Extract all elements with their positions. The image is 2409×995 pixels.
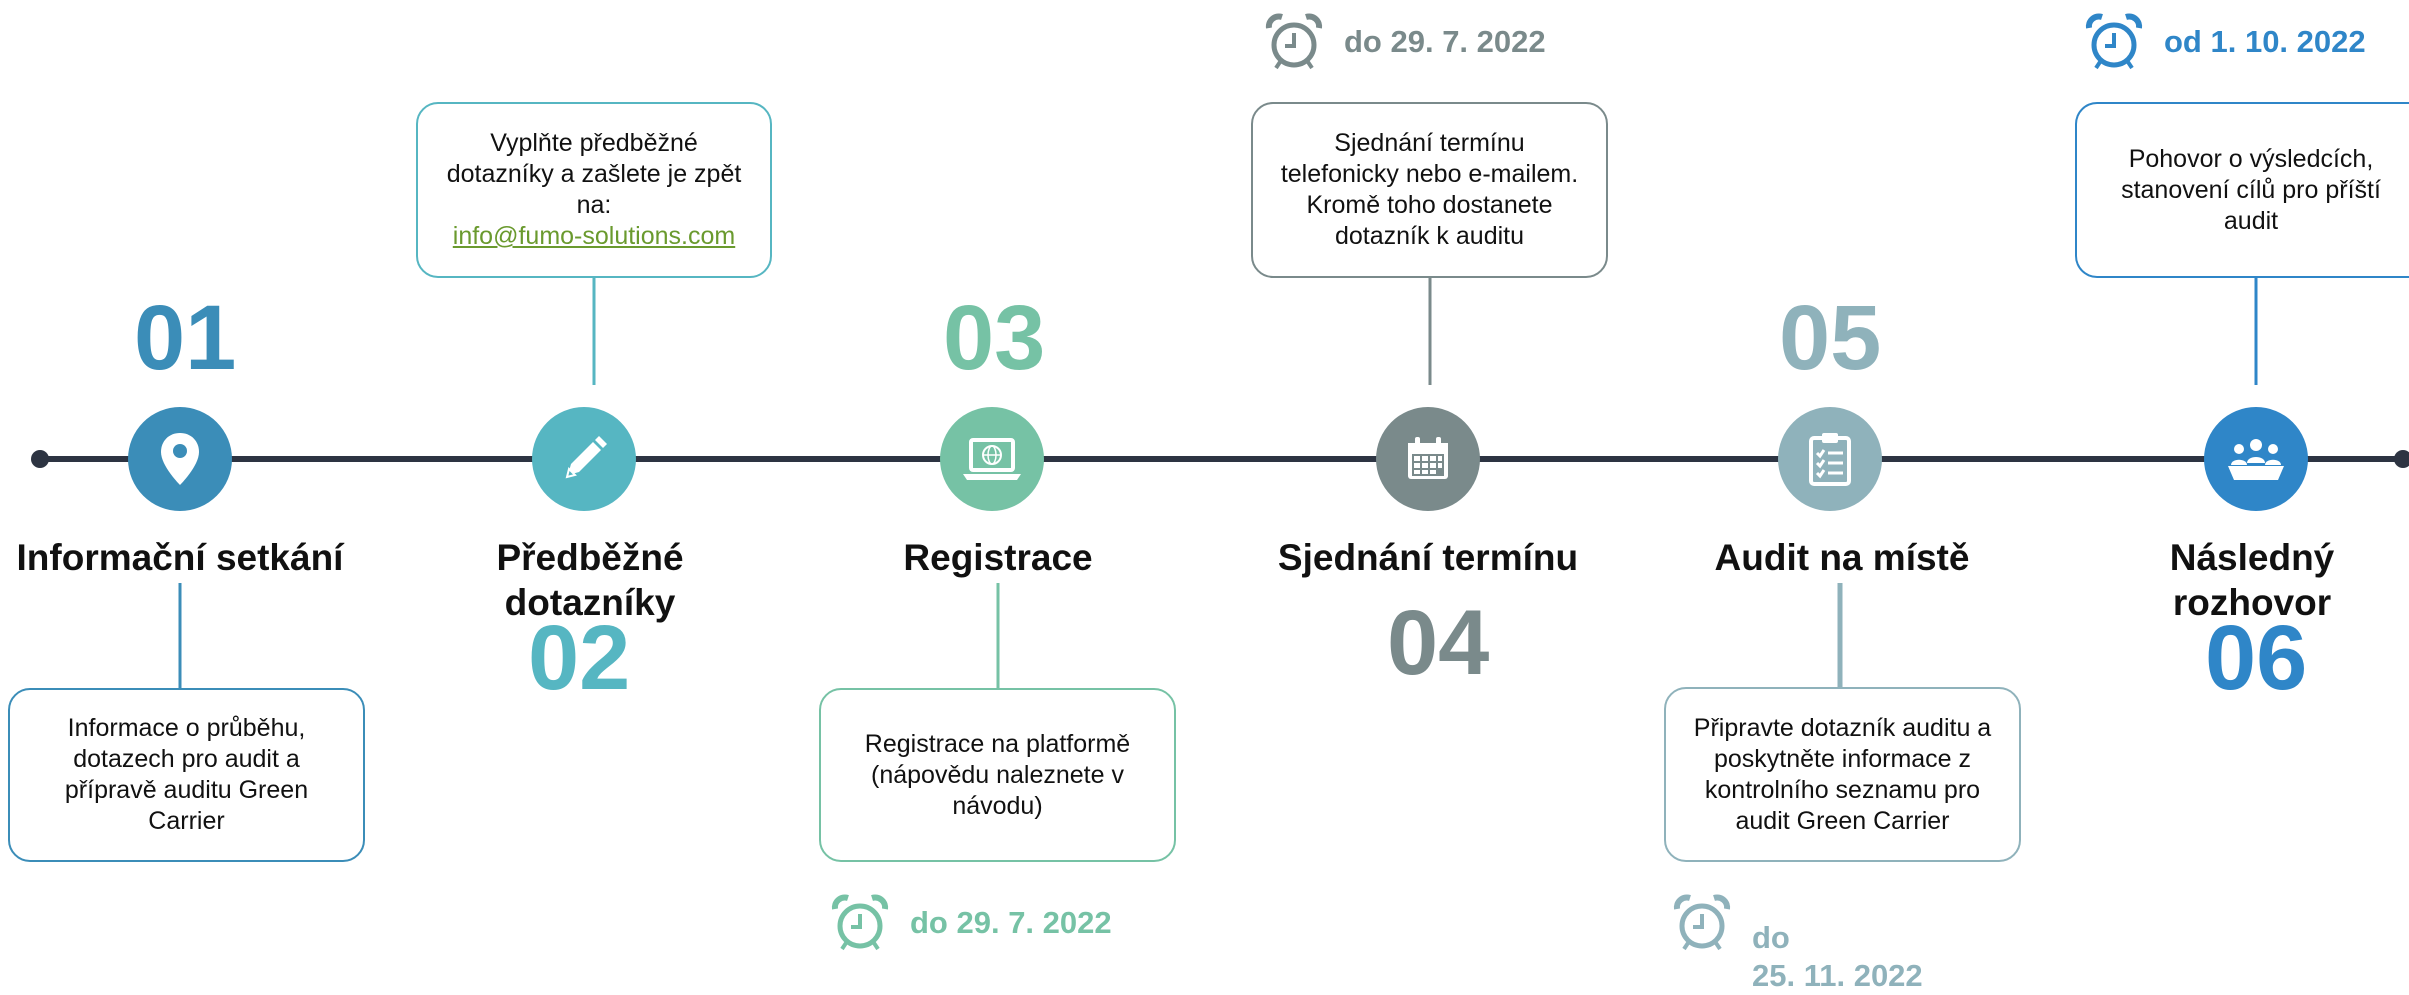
box-line: stanovení cílů pro příští xyxy=(2121,175,2381,204)
box-line: Vyplňte předběžné xyxy=(490,129,698,157)
alarm-clock-icon xyxy=(831,894,889,951)
alarm-clock-icon xyxy=(1265,13,1323,70)
step-3-description-box: Registrace na platformě (nápovědu nalezn… xyxy=(819,688,1176,862)
map-pin-icon xyxy=(161,433,199,485)
step-1-icon-circle xyxy=(128,407,232,511)
step-3-title-line: Registrace xyxy=(903,537,1093,578)
step-number-01: 01 xyxy=(134,287,237,389)
alarm-clock-icon xyxy=(2085,13,2143,70)
step-5-title: Audit na místě xyxy=(1672,535,2012,580)
timeline-end-dot xyxy=(2394,450,2409,468)
box-line: Informace o průběhu, xyxy=(67,714,306,742)
box-line: audit xyxy=(2223,206,2279,235)
step-number-02: 02 xyxy=(528,607,631,709)
step-6-icon-circle xyxy=(2204,407,2308,511)
laptop-globe-icon xyxy=(963,438,1021,480)
step-5-title-line: Audit na místě xyxy=(1714,537,1970,578)
step-5-deadline: do 25. 11. 2022 xyxy=(1672,893,1923,995)
step-4-title: Sjednání termínu xyxy=(1258,535,1598,580)
box-line: Kromě toho dostanete xyxy=(1306,191,1553,219)
step-2-title-line: Předběžné xyxy=(496,537,684,578)
box-line: dotazníky a zašlete je zpět xyxy=(446,160,742,188)
step-4-description-box: Sjednání termínu telefonicky nebo e-mail… xyxy=(1251,102,1608,278)
box-line: dotazech pro audit a xyxy=(73,745,300,773)
step-1-title: Informační setkání xyxy=(10,535,350,580)
box-line: Registrace na platformě xyxy=(864,729,1131,758)
deadline-text: 25. 11. 2022 xyxy=(1752,958,1923,993)
alarm-clock-icon xyxy=(1673,894,1731,951)
box-line: (nápovědu naleznete v xyxy=(871,760,1124,789)
step-5-description-box: Připravte dotazník auditu a poskytněte i… xyxy=(1664,687,2021,862)
deadline-text: do xyxy=(1752,920,1790,955)
calendar-icon xyxy=(1408,437,1448,479)
step-number-03: 03 xyxy=(943,287,1046,389)
step-6-description-box: Pohovor o výsledcích, stanovení cílů pro… xyxy=(2075,102,2409,278)
step-4-icon-circle xyxy=(1376,407,1480,511)
box-line: na: xyxy=(576,191,612,219)
step-3-title: Registrace xyxy=(828,535,1168,580)
step-1-description-box: Informace o průběhu, dotazech pro audit … xyxy=(8,688,365,862)
meeting-group-icon xyxy=(2228,439,2284,480)
box-line: kontrolního seznamu pro xyxy=(1704,775,1981,804)
deadline-text: do 29. 7. 2022 xyxy=(910,905,1112,940)
step-6-deadline: od 1. 10. 2022 xyxy=(2084,12,2366,72)
box-line: poskytněte informace z xyxy=(1713,744,1972,773)
step-number-04: 04 xyxy=(1387,592,1490,694)
step-number-06: 06 xyxy=(2205,607,2308,709)
step-2-title: Předběžné dotazníky xyxy=(420,535,760,625)
step-3-deadline: do 29. 7. 2022 xyxy=(830,893,1112,953)
step-6-title-line: Následný xyxy=(2169,537,2335,578)
step-2-icon-circle xyxy=(532,407,636,511)
step-6-title: Následný rozhovor xyxy=(2082,535,2409,625)
box-line: Pohovor o výsledcích, xyxy=(2128,144,2374,173)
box-line: Sjednání termínu xyxy=(1334,129,1525,157)
step-3-icon-circle xyxy=(940,407,1044,511)
step-2-description-box: Vyplňte předběžné dotazníky a zašlete je… xyxy=(416,102,772,278)
step-number-05: 05 xyxy=(1779,287,1882,389)
step-1-title-line: Informační setkání xyxy=(16,537,344,578)
clipboard-checklist-icon xyxy=(1809,433,1851,486)
step-4-title-line: Sjednání termínu xyxy=(1277,537,1579,578)
step-2-title-line: dotazníky xyxy=(504,582,676,623)
step-6-title-line: rozhovor xyxy=(2172,582,2332,623)
deadline-text: od 1. 10. 2022 xyxy=(2164,24,2366,59)
pencil-icon xyxy=(565,436,607,479)
box-line: Připravte dotazník auditu a xyxy=(1693,713,1992,742)
box-line: dotazník k auditu xyxy=(1334,222,1524,250)
box-line: návodu) xyxy=(952,791,1043,820)
box-line: telefonicky nebo e-mailem. xyxy=(1280,160,1579,188)
box-line: Carrier xyxy=(148,807,225,835)
deadline-text: do 29. 7. 2022 xyxy=(1344,24,1546,59)
box-line: přípravě auditu Green xyxy=(64,776,309,804)
box-line: audit Green Carrier xyxy=(1735,806,1950,835)
step-5-icon-circle xyxy=(1778,407,1882,511)
timeline-start-dot xyxy=(31,450,49,468)
email-link[interactable]: info@fumo-solutions.com xyxy=(452,222,736,250)
step-4-deadline: do 29. 7. 2022 xyxy=(1264,12,1546,72)
